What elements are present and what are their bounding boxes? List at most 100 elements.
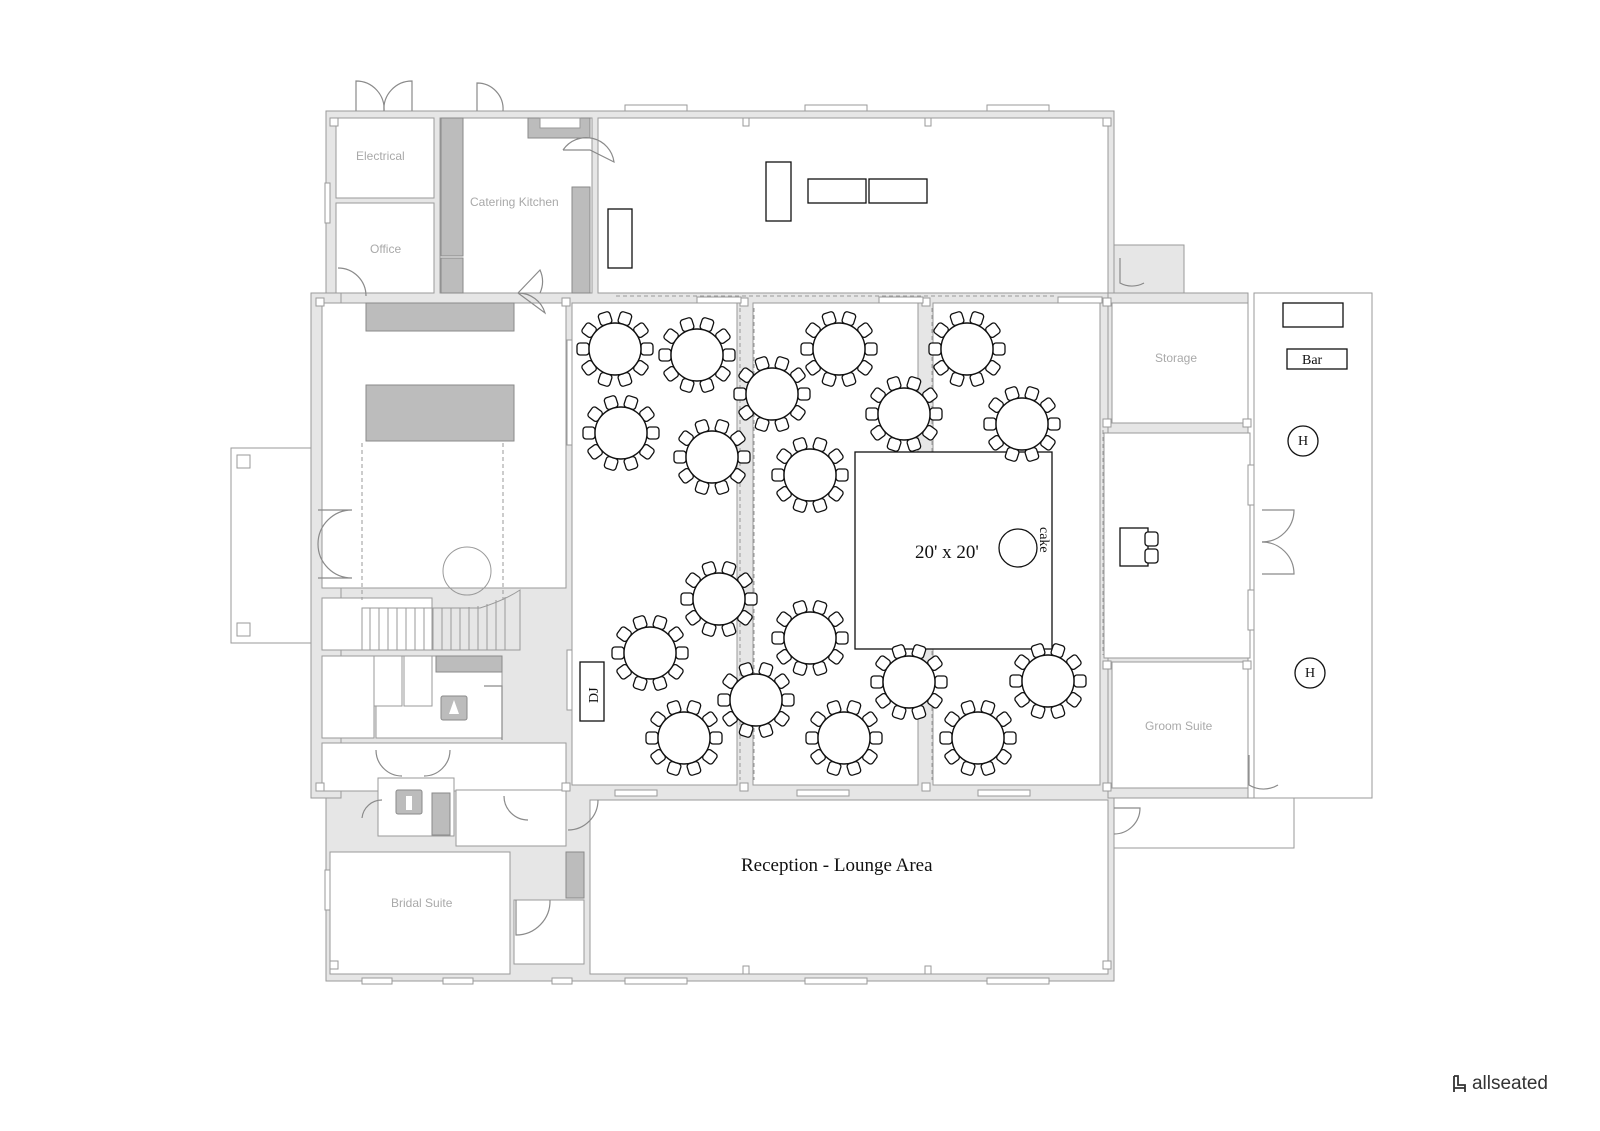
- chair: [1047, 417, 1061, 431]
- chair: [771, 631, 785, 645]
- table-top: [951, 711, 1005, 765]
- chair: [611, 646, 625, 660]
- chair: [864, 342, 878, 356]
- table-top: [685, 430, 739, 484]
- room-labels: Electrical Office Catering Kitchen Stora…: [356, 149, 1213, 910]
- restroom-signs: [395, 695, 468, 815]
- dj-booth: DJ: [579, 661, 605, 722]
- chair: [928, 342, 942, 356]
- chair: [1003, 731, 1017, 745]
- table-top: [745, 367, 799, 421]
- heater-label: H: [1298, 434, 1308, 449]
- storage-room: [1111, 302, 1249, 424]
- side-table: [1119, 527, 1149, 567]
- north-room-furniture: [607, 161, 928, 269]
- dance-floor-label: 20' x 20': [915, 542, 979, 563]
- table-top: [812, 322, 866, 376]
- north-table-side: [607, 208, 633, 269]
- chair: [835, 631, 849, 645]
- chair-logo-icon: [1453, 1075, 1466, 1092]
- chair: [640, 342, 654, 356]
- dj-table: [579, 661, 605, 722]
- round-table: [800, 311, 878, 387]
- round-table: [611, 615, 689, 691]
- north-table-horizontal-2: [868, 178, 928, 204]
- table-top: [1021, 654, 1075, 708]
- round-table: [928, 311, 1006, 387]
- table-top: [995, 397, 1049, 451]
- restroom-block-a: [321, 655, 375, 739]
- columns: [315, 117, 1252, 975]
- round-table: [717, 662, 795, 738]
- chair: [744, 592, 758, 606]
- chair: [646, 426, 660, 440]
- chair: [680, 592, 694, 606]
- table-top: [623, 626, 677, 680]
- bar-area: Bar H H: [1282, 302, 1348, 689]
- round-table: [1009, 643, 1087, 719]
- round-table: [865, 376, 943, 452]
- storage-label: Storage: [1155, 351, 1197, 365]
- electrical-room: [335, 117, 435, 199]
- chair: [733, 387, 747, 401]
- reception-lounge-room: [589, 799, 1109, 975]
- reception-lounge-label: Reception - Lounge Area: [741, 855, 933, 876]
- table-top: [817, 711, 871, 765]
- heater-label: H: [1305, 666, 1315, 681]
- guest-tables: [576, 311, 1087, 776]
- groom-suite-label: Groom Suite: [1145, 719, 1213, 733]
- stair-hall: [321, 597, 433, 651]
- chair: [717, 693, 731, 707]
- west-foyer: [321, 302, 567, 589]
- bar-sign: [1286, 348, 1348, 370]
- office-label: Office: [370, 242, 401, 256]
- table-top: [729, 673, 783, 727]
- round-table: [870, 644, 948, 720]
- dj-label: DJ: [587, 687, 602, 703]
- staircase: [361, 546, 521, 651]
- chair: [983, 417, 997, 431]
- chair: [929, 407, 943, 421]
- chair: [939, 731, 953, 745]
- round-table: [645, 700, 723, 776]
- table-top: [783, 448, 837, 502]
- chair: [800, 342, 814, 356]
- chair: [1073, 674, 1087, 688]
- round-table: [673, 419, 751, 495]
- chair: [722, 348, 736, 362]
- east-terrace: [1113, 244, 1373, 849]
- table-top: [657, 711, 711, 765]
- round-table: [983, 386, 1061, 462]
- bar-label: Bar: [1302, 353, 1323, 368]
- chair: [869, 731, 883, 745]
- round-table: [733, 356, 811, 432]
- doors: [317, 80, 1295, 936]
- table-top: [670, 328, 724, 382]
- chair: [835, 468, 849, 482]
- round-table: [576, 311, 654, 387]
- chair: [658, 348, 672, 362]
- heater-icon: [1294, 657, 1326, 689]
- catering-kitchen-label: Catering Kitchen: [470, 195, 559, 209]
- table-top: [940, 322, 994, 376]
- table-top: [882, 655, 936, 709]
- cake-label: cake: [1036, 527, 1051, 553]
- round-table: [805, 700, 883, 776]
- dance-floor-group: 20' x 20' cake: [854, 451, 1053, 650]
- chair: [709, 731, 723, 745]
- chair: [582, 426, 596, 440]
- bridal-suite-label: Bridal Suite: [391, 896, 453, 910]
- west-porch: [230, 447, 312, 644]
- windows: [324, 104, 1255, 985]
- chair: [934, 675, 948, 689]
- bridal-suite-room: [329, 851, 511, 975]
- chair: [675, 646, 689, 660]
- round-table: [582, 395, 660, 471]
- electrical-label: Electrical: [356, 149, 405, 163]
- chair: [865, 407, 879, 421]
- north-table-vertical: [765, 161, 792, 222]
- table-top: [877, 387, 931, 441]
- brand-name: allseated: [1471, 1073, 1548, 1094]
- fixtures: [365, 117, 591, 899]
